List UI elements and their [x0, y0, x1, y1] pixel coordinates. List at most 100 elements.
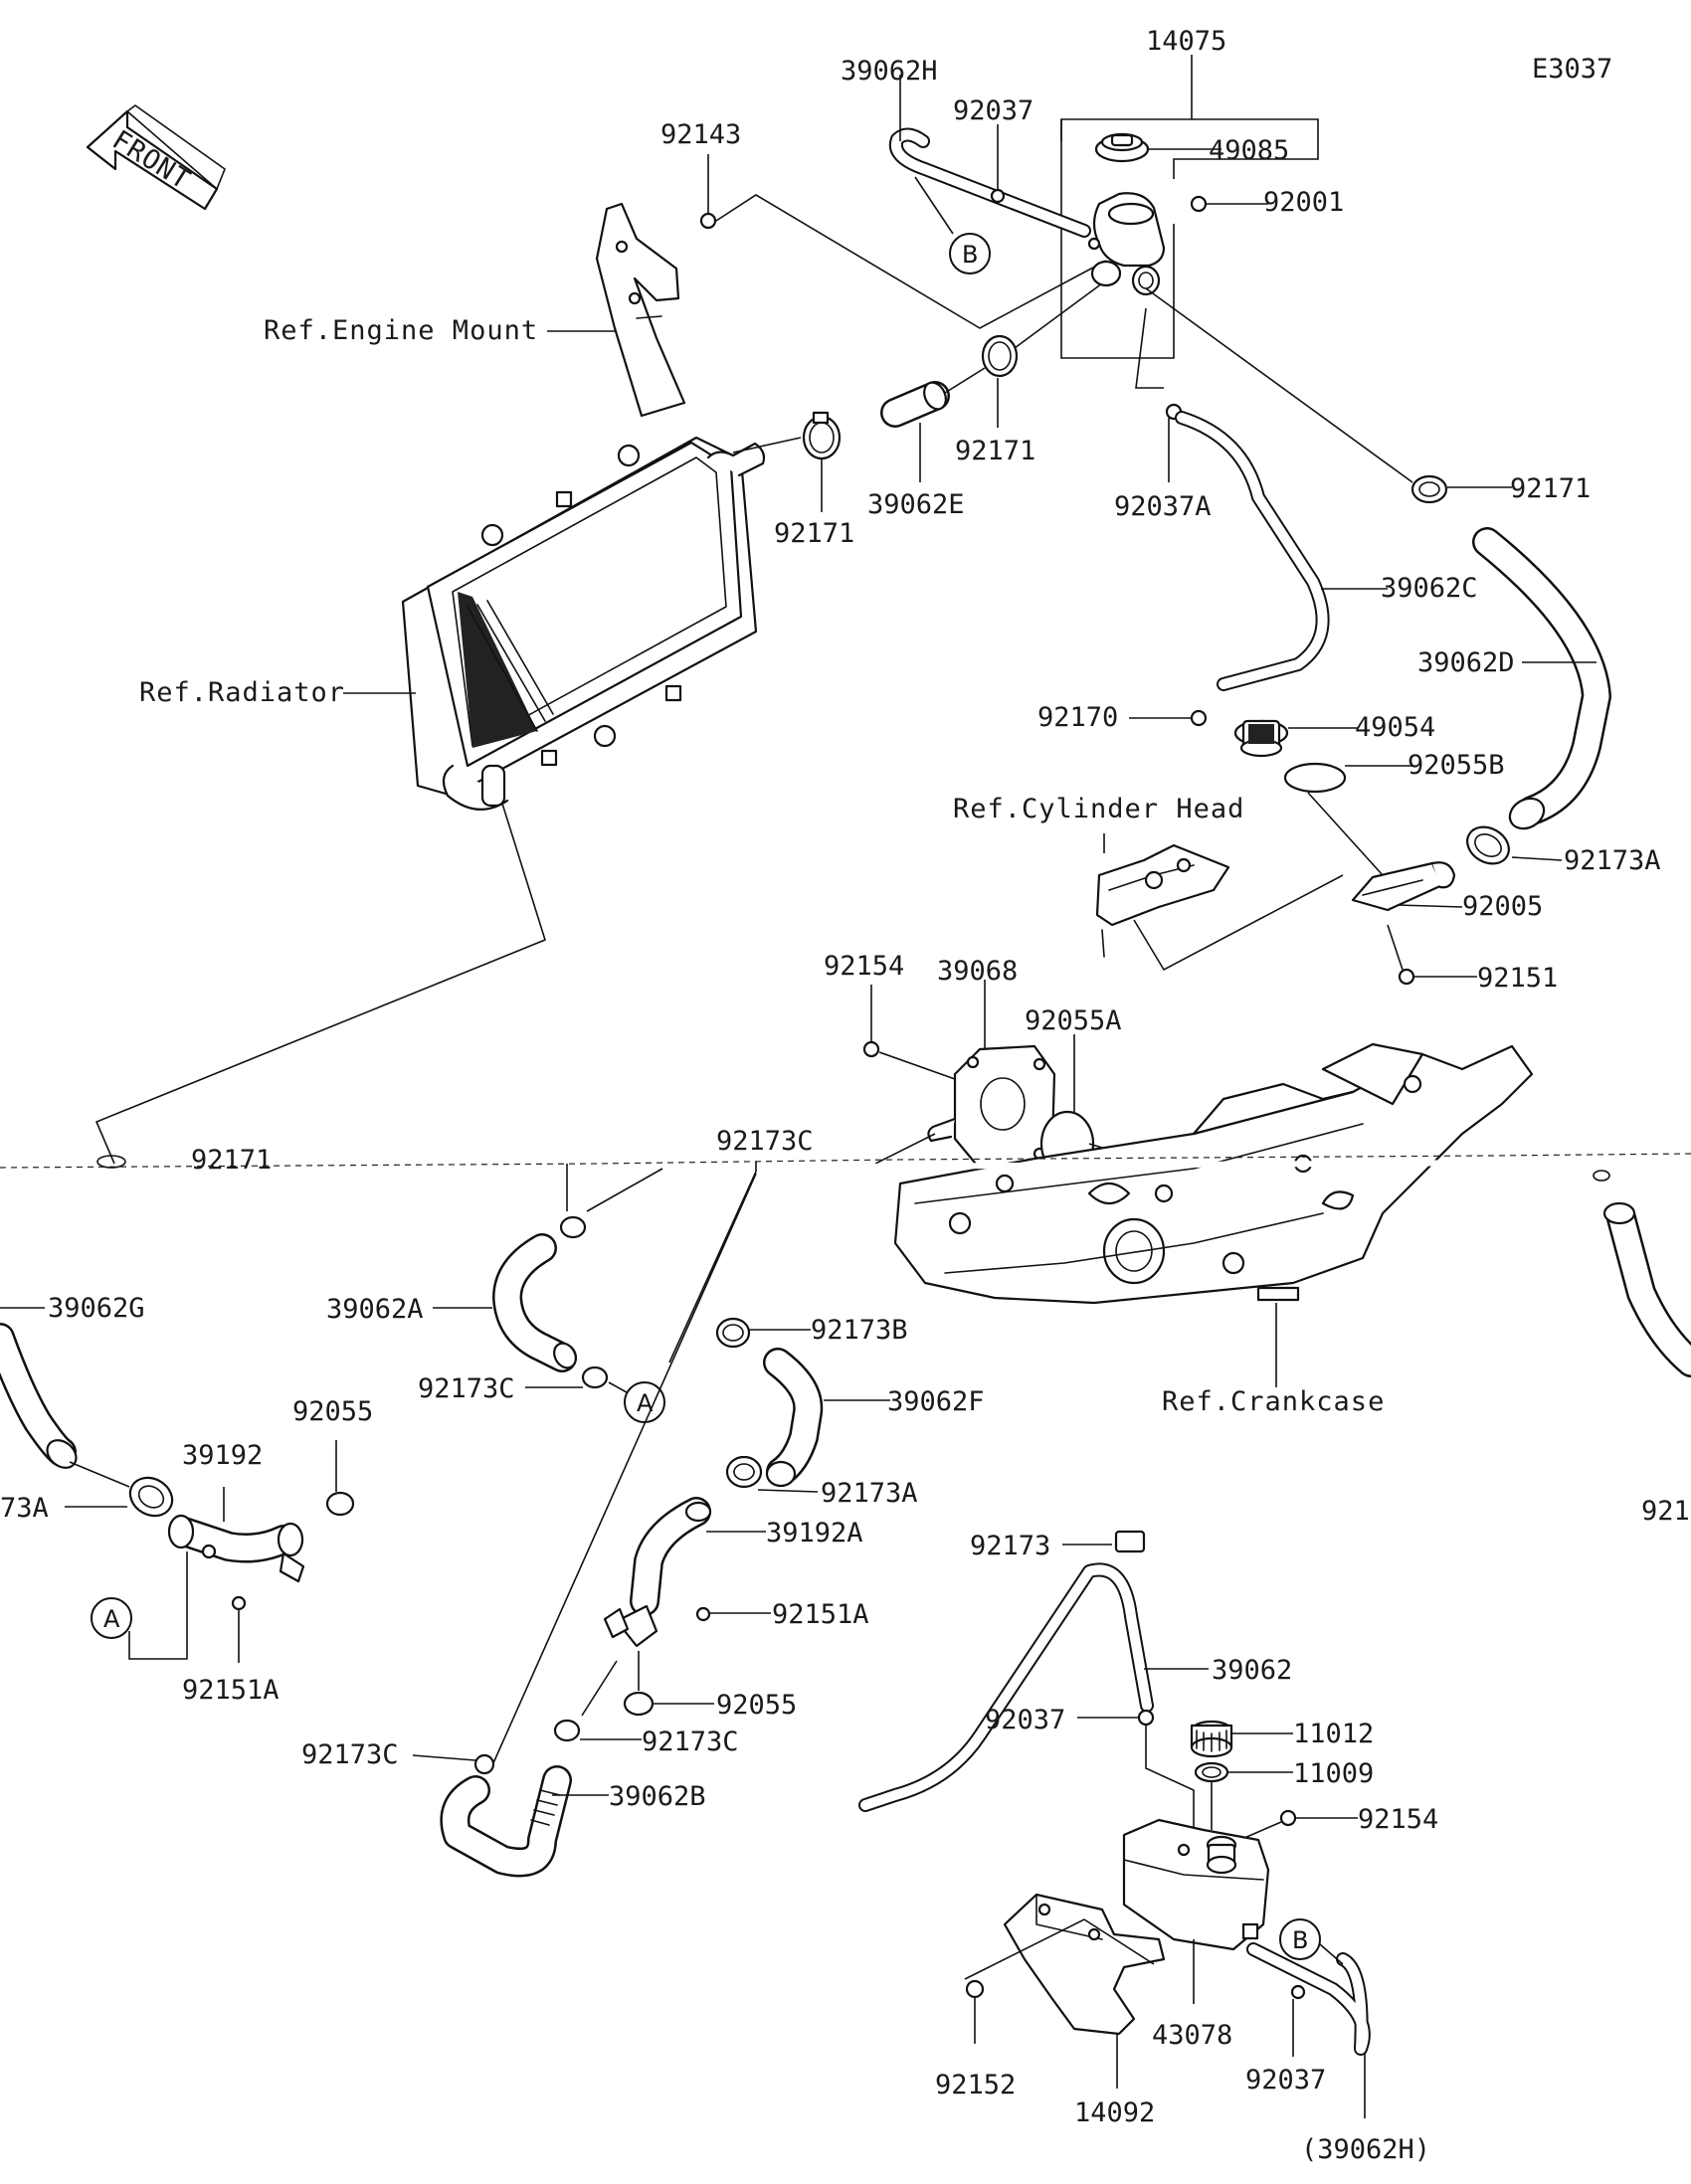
callout-b-low — [1279, 1918, 1321, 1960]
ref-cylinder-head-label: Ref.Cylinder Head — [953, 794, 1244, 824]
bolt-92151A-right — [695, 1606, 711, 1622]
bolt-92001 — [1190, 195, 1208, 213]
label-92152: 92152 — [935, 2070, 1016, 2100]
label-92171-cut: 92171 — [191, 1145, 272, 1176]
label-39062H-paren: (39062H) — [1301, 2134, 1430, 2165]
label-92154-top: 92154 — [824, 951, 904, 982]
pipe-39192 — [167, 1514, 305, 1583]
label-92170: 92170 — [1037, 702, 1118, 733]
label-92151: 92151 — [1477, 963, 1558, 994]
clamp-73A — [128, 1476, 174, 1518]
clamp-92173A-right — [1466, 825, 1510, 865]
label-73A-cut: 73A — [0, 1493, 49, 1524]
label-39068: 39068 — [937, 956, 1018, 987]
label-14075: 14075 — [1146, 26, 1226, 57]
label-92173C-mid: 92173C — [418, 1373, 515, 1404]
clamp-92173C-top — [559, 1215, 587, 1239]
label-92055B: 92055B — [1408, 750, 1505, 781]
label-39062G: 39062G — [48, 1293, 145, 1324]
label-92171-c: 92171 — [1510, 473, 1591, 504]
cap-92173 — [1114, 1530, 1146, 1553]
bolt-92154-low — [1279, 1809, 1297, 1827]
ref-crankcase-label: Ref.Crankcase — [1162, 1386, 1385, 1417]
hose-39062C — [1175, 411, 1330, 691]
clamp-92173C-left — [473, 1753, 495, 1775]
label-92173A-mid: 92173A — [821, 1478, 918, 1509]
label-39062D: 39062D — [1417, 647, 1515, 678]
reservoir-cap-11012 — [1190, 1720, 1233, 1758]
label-92173B: 92173B — [811, 1315, 908, 1346]
bolt-92154-top — [862, 1040, 880, 1058]
bolt-92151 — [1398, 968, 1415, 986]
label-39062B: 39062B — [609, 1781, 706, 1812]
oring-92055-mid — [623, 1691, 655, 1717]
clip-92037-bottom — [1290, 1984, 1306, 2000]
clamp-92173C-mid — [581, 1365, 609, 1389]
label-14092: 14092 — [1074, 2097, 1155, 2128]
bolt-92151A-left — [231, 1595, 247, 1611]
callout-a-left — [91, 1597, 132, 1639]
label-92173: 92173 — [970, 1531, 1050, 1561]
label-39062: 39062 — [1212, 1655, 1292, 1686]
label-92001: 92001 — [1263, 187, 1344, 218]
label-49085: 49085 — [1209, 135, 1289, 166]
label-92005: 92005 — [1462, 891, 1543, 922]
fitting-92005 — [1351, 861, 1456, 912]
label-92037-low: 92037 — [985, 1705, 1065, 1735]
reservoir-tank-43078 — [1122, 1818, 1270, 1951]
gasket-11009 — [1194, 1761, 1229, 1783]
label-921-cut: 921 — [1641, 1496, 1690, 1527]
label-39062E: 39062E — [867, 489, 965, 520]
label-92173A-right: 92173A — [1564, 845, 1661, 876]
thermostat-housing-14075: 14075 49085 92001 — [1060, 26, 1344, 359]
label-92171-b: 92171 — [955, 436, 1035, 466]
clamp-92173B — [715, 1317, 751, 1349]
callout-b-top-label: B — [962, 241, 978, 269]
clamp-92173A-mid — [725, 1455, 763, 1489]
nut-92152 — [965, 1979, 985, 1999]
label-92151A-left: 92151A — [182, 1675, 280, 1706]
label-92055-left: 92055 — [292, 1396, 373, 1427]
label-92055-mid: 92055 — [716, 1690, 797, 1721]
thermostat-49054 — [1233, 719, 1289, 758]
pump-cover-39068 — [927, 1044, 1056, 1171]
callout-a-left-label: A — [103, 1605, 120, 1633]
label-39062C: 39062C — [1381, 573, 1478, 604]
front-label: FRONT — [106, 124, 196, 196]
label-11009: 11009 — [1293, 1758, 1374, 1789]
ref-engine-mount-label: Ref.Engine Mount — [264, 315, 538, 346]
diagram-code: E3037 — [1532, 54, 1612, 85]
label-92037-bottom: 92037 — [1245, 2065, 1326, 2095]
bracket-14092 — [1003, 1893, 1166, 2036]
radiator — [401, 436, 766, 811]
label-92143: 92143 — [660, 119, 741, 150]
clip-92037-low — [1137, 1709, 1155, 1727]
label-39192: 39192 — [182, 1440, 263, 1471]
pipe-39192A — [603, 1497, 712, 1648]
label-92154-low: 92154 — [1358, 1804, 1438, 1835]
label-92173C-low: 92173C — [642, 1727, 739, 1757]
label-43078: 43078 — [1152, 2020, 1232, 2051]
clamp-92173C-low — [553, 1719, 581, 1742]
clip-92170 — [1190, 709, 1208, 727]
label-39062H: 39062H — [841, 56, 938, 87]
clip-92037-top — [990, 188, 1006, 204]
callout-b-top — [949, 233, 991, 274]
crankcase — [893, 1042, 1534, 1305]
front-arrow-icon: FRONT — [86, 104, 226, 211]
page-tear-line — [0, 1153, 1691, 1169]
label-39062A: 39062A — [326, 1294, 424, 1325]
label-92171-a: 92171 — [774, 518, 854, 549]
label-92037A: 92037A — [1114, 491, 1212, 522]
callout-a-mid-label: A — [637, 1389, 654, 1417]
nut-92143 — [699, 212, 717, 230]
cylinder-head-fragment — [1095, 843, 1230, 958]
label-39192A: 39192A — [766, 1518, 863, 1548]
callout-b-low-label: B — [1292, 1926, 1308, 1954]
label-92173C-top: 92173C — [716, 1126, 814, 1157]
label-92055A: 92055A — [1025, 1005, 1122, 1036]
label-92173C-left: 92173C — [301, 1739, 399, 1770]
label-39062F: 39062F — [887, 1386, 985, 1417]
label-92037-top: 92037 — [953, 95, 1033, 126]
